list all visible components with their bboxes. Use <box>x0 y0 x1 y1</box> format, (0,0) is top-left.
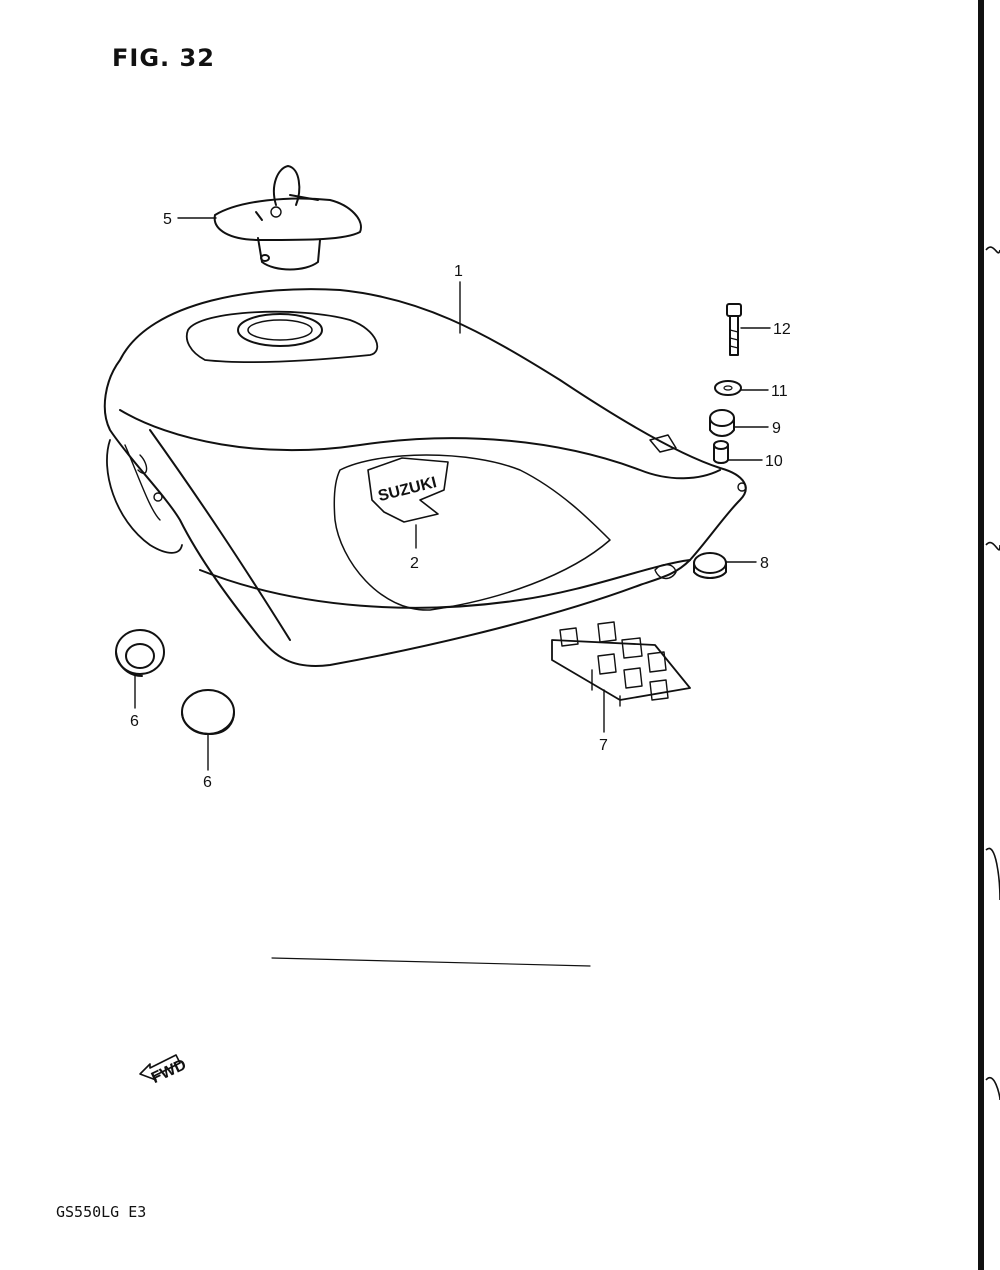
rear-mount-cushion[interactable] <box>693 552 727 579</box>
callout-12: 12 <box>773 321 791 338</box>
fuel-cap[interactable] <box>213 165 362 271</box>
callout-11: 11 <box>771 383 788 400</box>
tank-rear-cushion-block[interactable] <box>551 621 691 707</box>
callout-9: 9 <box>772 420 781 437</box>
callout-1: 1 <box>454 263 463 280</box>
callout-8: 8 <box>760 555 769 572</box>
callout-10: 10 <box>765 453 783 470</box>
callout-2: 2 <box>410 555 419 572</box>
mount-bolt[interactable] <box>726 303 742 356</box>
fuel-tank[interactable] <box>103 288 747 667</box>
tank-cushion-front[interactable] <box>115 629 165 677</box>
fwd-arrow-icon <box>139 1054 181 1081</box>
callout-labels: 5 1 2 6 6 7 8 9 10 11 12 FWD <box>130 211 791 1087</box>
tank-cushion-rear[interactable] <box>181 689 235 735</box>
callout-6b: 6 <box>203 774 212 791</box>
fwd-label: FWD <box>149 1056 189 1087</box>
callout-7: 7 <box>599 737 608 754</box>
mount-spacer[interactable] <box>713 440 729 464</box>
tank-badge[interactable]: SUZUKI <box>367 457 449 523</box>
washer[interactable] <box>714 380 742 396</box>
callout-6a: 6 <box>130 713 139 730</box>
callout-5: 5 <box>163 211 172 228</box>
leader-lines <box>134 217 771 771</box>
mount-grommet[interactable] <box>709 409 735 437</box>
page-edge-strip <box>978 0 1000 1270</box>
model-code: GS550LG E3 <box>56 1203 147 1221</box>
tank-badge-text: SUZUKI <box>376 474 438 505</box>
figure-title: FIG. 32 <box>112 44 215 72</box>
